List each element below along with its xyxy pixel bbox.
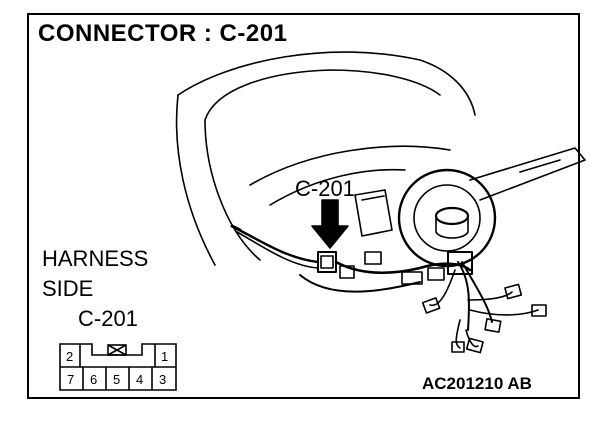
lever-stalk: [469, 147, 586, 201]
side-connector-4: [427, 267, 445, 281]
pointer-arrow: [311, 199, 349, 249]
side-connector-3: [401, 271, 423, 285]
wire-lead: [230, 224, 242, 232]
pin-4: 4: [136, 372, 143, 387]
harness-label-line3: C-201: [78, 306, 138, 331]
column-shroud-line2: [269, 168, 406, 206]
end-connector-4: [531, 304, 547, 317]
shaft-body: [435, 215, 469, 239]
side-connector-2: [364, 251, 382, 265]
harness-main-run-2: [299, 274, 421, 293]
harness-branch-6: [465, 329, 479, 348]
lever-stalk-detail: [519, 159, 561, 173]
blank-cavity-x2: [107, 344, 127, 356]
end-connector-1: [421, 297, 441, 314]
column-cover-inner: [204, 69, 441, 121]
harness-branch-3: [429, 269, 456, 306]
harness-side-label: HARNESS SIDE C-201: [42, 244, 148, 334]
pin-5: 5: [113, 372, 120, 387]
shaft-end: [434, 206, 470, 226]
pin-6: 6: [90, 372, 97, 387]
figure-code: AC201210 AB: [422, 374, 532, 393]
pin-1: 1: [161, 349, 168, 364]
end-connector-3: [504, 283, 523, 300]
end-connector-6: [451, 341, 465, 353]
pin-face-diagram: 2 1 7 6 5 4 3: [59, 343, 177, 391]
harness-branch-4: [467, 291, 513, 301]
c201-connector: [317, 251, 337, 273]
c201-connector-face: [320, 255, 334, 269]
column-shroud-line: [249, 145, 451, 186]
diagram-frame: [27, 13, 580, 399]
harness-label-line1: HARNESS: [42, 246, 149, 271]
end-connector-2: [484, 318, 502, 333]
harness-label-line2: SIDE: [42, 276, 94, 301]
end-connector-5: [465, 337, 484, 354]
column-cover-outline: [177, 51, 476, 116]
pin-7: 7: [67, 372, 74, 387]
switch-connector-body: [354, 189, 393, 237]
pin-2: 2: [66, 349, 73, 364]
harness-branch-5: [469, 309, 539, 316]
column-cover-edge: [175, 94, 216, 266]
clock-spring-inner: [413, 184, 481, 252]
column-cover-lower: [204, 119, 261, 261]
pin-3: 3: [159, 372, 166, 387]
harness-bundle: [233, 226, 320, 264]
page-title: CONNECTOR : C-201: [38, 20, 288, 47]
harness-main-run: [334, 260, 472, 274]
switch-connector-detail: [361, 195, 385, 201]
harness-box: [447, 251, 473, 275]
harness-branch-2: [461, 261, 493, 323]
harness-branch-1: [457, 261, 470, 331]
pin-face-outline: [59, 343, 177, 391]
side-connector-1: [339, 265, 355, 279]
blank-cavity: [107, 344, 127, 356]
harness-branch-7: [455, 319, 461, 349]
harness-bundle-2: [236, 231, 319, 269]
